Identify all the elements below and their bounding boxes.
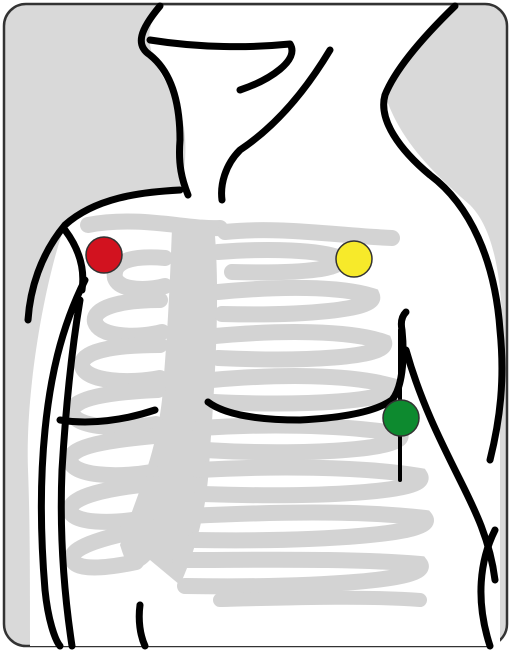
rib-right-9 [220, 598, 420, 600]
electrode-green-dot [383, 400, 419, 436]
electrode-red-dot [86, 237, 122, 273]
clavicle-left [88, 222, 220, 229]
clavicle-right [225, 230, 392, 238]
electrode-yellow-dot [336, 241, 372, 277]
